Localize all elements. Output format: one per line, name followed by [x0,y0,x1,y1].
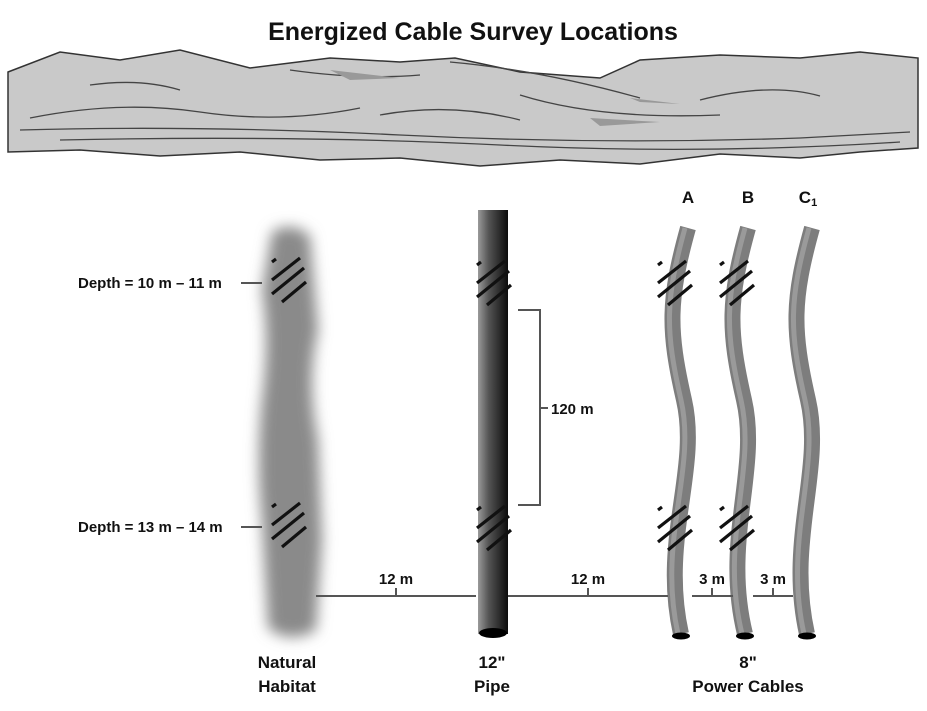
natural-habitat-column [259,226,322,638]
habitat-label-line2: Habitat [258,677,316,696]
distance-pipe-cable: 12 m [571,571,605,588]
hatch-habitat-top [270,256,308,304]
hatch-cable-a-top [656,259,694,307]
diagram-title: Energized Cable Survey Locations [268,18,678,46]
distance-cable-b-c: 3 m [760,571,786,588]
hatch-pipe-bottom [475,504,513,552]
cables-label: Power Cables [692,677,804,696]
hatch-pipe-top [475,259,513,307]
span-bracket [518,309,548,506]
cable-c1 [788,225,821,636]
habitat-label-line1: Natural [258,653,317,672]
hatch-cable-b-top [718,259,756,307]
cable-size-label: 8" [739,653,757,672]
hatch-habitat-bottom [270,501,308,549]
hatch-cable-a-bottom [656,504,694,552]
cable-label-a: A [682,188,694,207]
pipe-size-label: 12" [479,653,506,672]
power-cables [664,225,821,640]
landscape-illustration [7,49,919,167]
distance-markers: 12 m 12 m 3 m 3 m [316,571,793,597]
cable-label-c: C1 [799,188,817,209]
span-label: 120 m [551,401,594,418]
survey-hatches [270,256,756,552]
pipe-label: Pipe [474,677,510,696]
pipe [478,210,508,638]
distance-cable-a-b: 3 m [699,571,725,588]
cable-a [664,225,696,636]
depth-label-upper: Depth = 10 m – 11 m [78,275,222,292]
distance-habitat-pipe: 12 m [379,571,413,588]
depth-label-lower: Depth = 13 m – 14 m [78,519,223,536]
hatch-cable-b-bottom [718,504,756,552]
cable-label-b: B [742,188,754,207]
